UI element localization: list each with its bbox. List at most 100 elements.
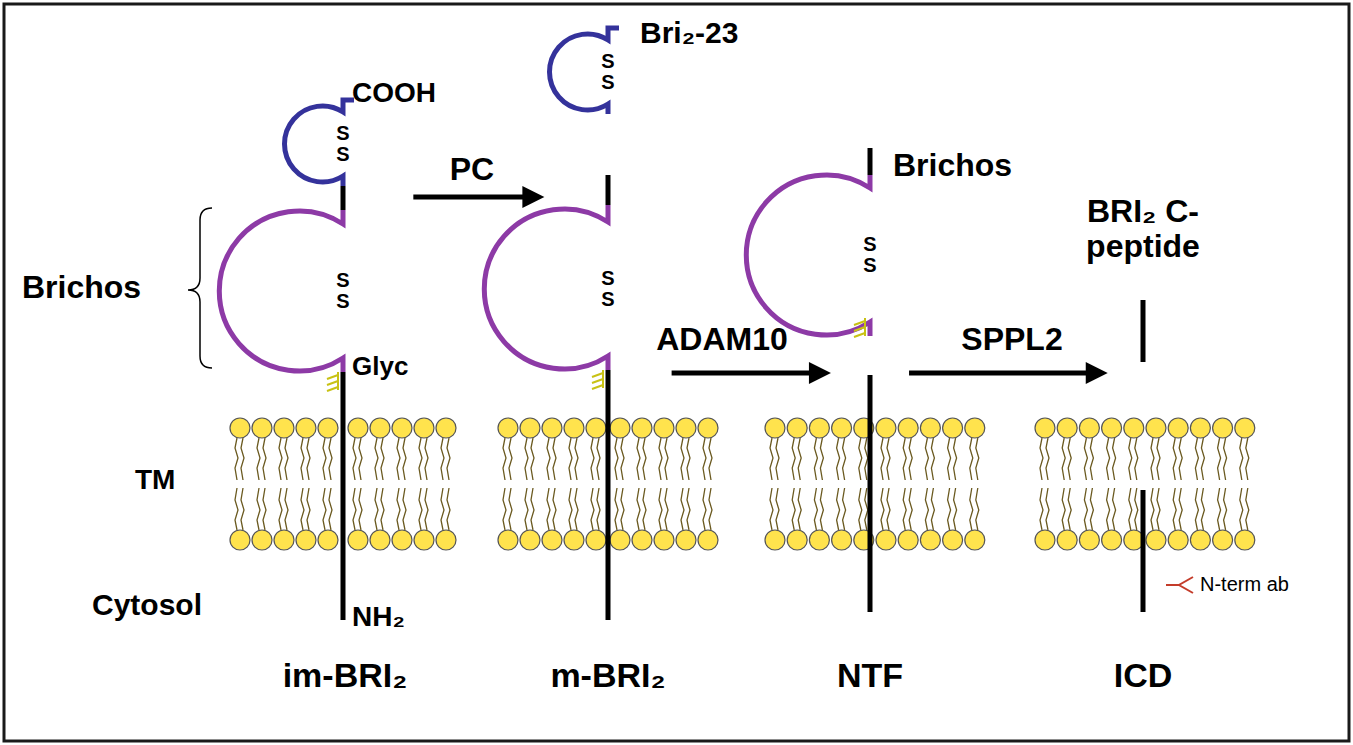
disulfide-bond-label: S S (597, 268, 619, 310)
lipid-tail (1173, 438, 1176, 480)
lipid-tail (776, 488, 779, 530)
lipid-tail (954, 438, 957, 480)
lipid-tail (403, 438, 406, 480)
arrow-head (1086, 362, 1108, 384)
lipid-head (564, 418, 584, 438)
lipid-head (1079, 418, 1099, 438)
lipid-tail (1246, 438, 1249, 480)
lipid-tail (307, 438, 310, 480)
lipid-tail (591, 438, 594, 480)
lipid-tail (659, 488, 662, 530)
lipid-tail (1195, 438, 1198, 480)
lipid-tail (1240, 488, 1243, 530)
lipid-head (274, 530, 294, 550)
lipid-tail (792, 488, 795, 530)
lipid-head (654, 530, 674, 550)
lipid-head (520, 418, 540, 438)
lipid-tail (241, 438, 244, 480)
lipid-head (296, 418, 316, 438)
lipid-tail (285, 488, 288, 530)
lipid-tail (353, 488, 356, 530)
disulfide-bond-label: S S (859, 234, 881, 276)
lipid-tail (665, 488, 668, 530)
part-label: N-term ab (1200, 573, 1289, 595)
lipid-head (414, 418, 434, 438)
stage-name: NTF (837, 657, 903, 694)
lipid-tail (637, 488, 640, 530)
lipid-tail (1090, 438, 1093, 480)
part-label: Bri₂-23 (640, 16, 738, 49)
process-arrow (672, 362, 831, 384)
lipid-tail (814, 438, 817, 480)
arrow-head (522, 186, 544, 208)
lipid-tail (1224, 438, 1227, 480)
lipid-tail (843, 438, 846, 480)
lipid-head (564, 530, 584, 550)
brichos-domain (484, 205, 608, 370)
lipid-head (498, 418, 518, 438)
lipid-head (698, 418, 718, 438)
lipid-head (586, 418, 606, 438)
lipid-head (876, 530, 896, 550)
lipid-tail (1135, 488, 1138, 530)
lipid-tail (709, 438, 712, 480)
part-label: Cytosol (92, 588, 202, 621)
lipid-tail (307, 488, 310, 530)
lipid-tail (279, 488, 282, 530)
lipid-head (1057, 418, 1077, 438)
lipid-tail (285, 438, 288, 480)
lipid-tail (859, 438, 862, 480)
part-label: Glyc (352, 352, 408, 381)
lipid-tail (1157, 438, 1160, 480)
lipid-head (542, 530, 562, 550)
stage-name: ICD (1114, 657, 1173, 694)
lipid-tail (798, 438, 801, 480)
bri23-loop (285, 100, 354, 186)
lipid-tail (665, 438, 668, 480)
lipid-tail (814, 488, 817, 530)
lipid-head (920, 530, 940, 550)
lipid-tail (637, 438, 640, 480)
lipid-head (1035, 530, 1055, 550)
lipid-head (765, 418, 785, 438)
glycan-symbol (854, 318, 865, 337)
lipid-tail (1107, 488, 1110, 530)
linker-segment (868, 148, 873, 175)
lipid-tail (597, 488, 600, 530)
enzyme-label: ADAM10 (656, 322, 788, 357)
lipid-head (1190, 418, 1210, 438)
brichos-domain (746, 175, 870, 336)
lipid-tail (1173, 488, 1176, 530)
lipid-tail (257, 438, 260, 480)
lipid-head (436, 530, 456, 550)
lipid-tail (1157, 488, 1160, 530)
lipid-tail (954, 488, 957, 530)
lipid-tail (1084, 488, 1087, 530)
lipid-head (809, 530, 829, 550)
stage-node: im-BRI₂ (277, 150, 414, 700)
c-peptide-segment (1141, 300, 1146, 362)
lipid-tail (447, 438, 450, 480)
lipid-tail (1107, 438, 1110, 480)
linker-segment (341, 186, 346, 210)
lipid-tail (887, 488, 890, 530)
arrow-head (809, 362, 831, 384)
lipid-tail (925, 438, 928, 480)
lipid-head (274, 418, 294, 438)
lipid-tail (569, 488, 572, 530)
lipid-tail (621, 488, 624, 530)
disulfide-bond-label: S S (597, 51, 619, 93)
lipid-tail (881, 488, 884, 530)
lipid-tail (1068, 488, 1071, 530)
lipid-head (654, 418, 674, 438)
lipid-tail (263, 488, 266, 530)
lipid-tail (770, 438, 773, 480)
lipid-head (318, 530, 338, 550)
lipid-tail (1224, 488, 1227, 530)
lipid-tail (597, 438, 600, 480)
lipid-head (414, 530, 434, 550)
lipid-tail (1218, 488, 1221, 530)
lipid-head (1235, 530, 1255, 550)
glycan-symbol (327, 372, 338, 391)
